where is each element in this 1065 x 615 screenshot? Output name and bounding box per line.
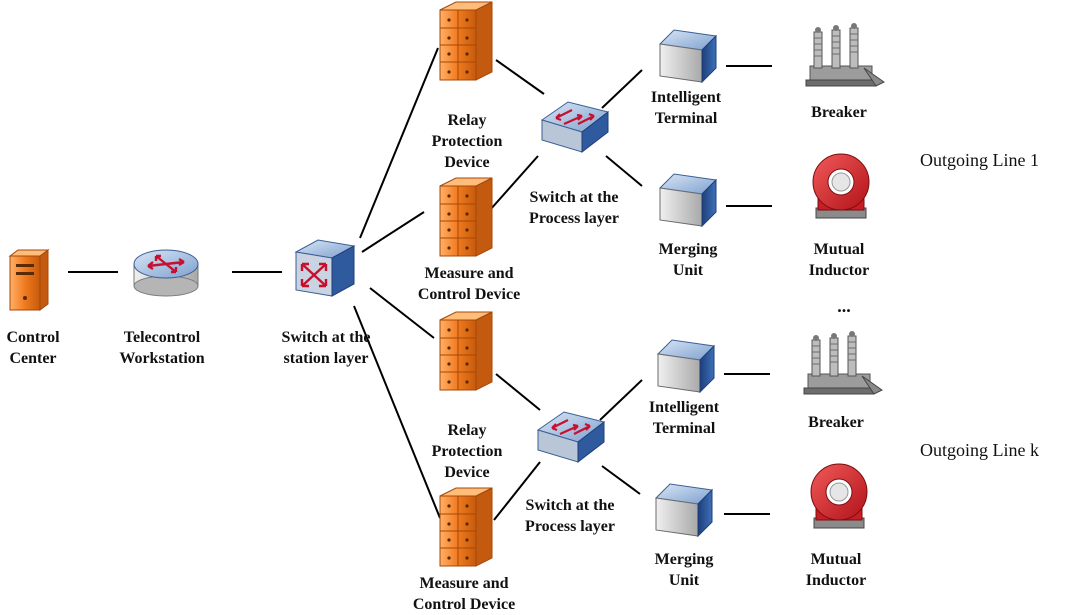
breaker-1-icon [805, 22, 885, 87]
label-relay-1-line: Protection [431, 133, 503, 150]
link-measure1-process1 [489, 155, 539, 211]
outgoing-line-1-label: Outgoing Line 1 [920, 150, 1039, 170]
outgoing-line-k-label: Outgoing Line k [920, 440, 1039, 460]
measure-device-1-icon [439, 177, 493, 257]
label-switch-process-k-line: Switch at the [525, 497, 615, 514]
label-switch-process-1-line: Switch at the [529, 189, 619, 206]
label-intelligent-k-line: Terminal [652, 420, 716, 437]
breaker-k-icon [803, 330, 883, 395]
label-breaker-k-line: Breaker [808, 414, 864, 431]
link-station-measure-k [353, 305, 441, 519]
link-station-relay-k [369, 287, 435, 339]
relay-device-1-icon [439, 1, 493, 81]
link-process-k-merging-k [601, 465, 641, 495]
mutual-inductor-k-icon [810, 463, 868, 529]
link-station-measure1 [361, 211, 425, 253]
ellipsis: ... [837, 296, 851, 316]
label-telecontrol-workstation-line: Telecontrol [123, 329, 201, 346]
label-relay-1-line: Relay [447, 112, 487, 129]
label-switch-process-k-line: Process layer [525, 518, 615, 535]
label-intelligent-k-line: Intelligent [648, 399, 720, 416]
label-inductor-1-line: Inductor [808, 262, 870, 279]
label-measure-1-line: Measure and [424, 265, 514, 282]
mutual-inductor-1-icon [812, 153, 870, 219]
link-process-k-intelligent-k [599, 379, 643, 421]
merging-unit-1-icon [659, 173, 717, 227]
label-breaker-1: Breaker [811, 102, 867, 123]
label-telecontrol-workstation-line: Workstation [119, 350, 205, 367]
label-relay-k-line: Device [444, 464, 490, 481]
process-switch-1-icon [540, 100, 610, 154]
telecontrol-router-icon [132, 248, 200, 298]
link-process1-merging1 [605, 155, 643, 187]
link-relay-k-process-k [495, 373, 541, 411]
intelligent-terminal-1-icon [659, 29, 717, 83]
control-center-server-icon [9, 249, 49, 311]
label-measure-k-line: Measure and [419, 575, 509, 592]
label-measure-k-line: Control Device [412, 596, 516, 613]
relay-device-k-icon [439, 311, 493, 391]
label-relay-k-line: Protection [431, 443, 503, 460]
label-switch-process-1-line: Process layer [529, 210, 619, 227]
label-switch-station-line: Switch at the [281, 329, 371, 346]
label-breaker-k: Breaker [808, 412, 864, 433]
label-switch-station: Switch at the station layer [282, 327, 371, 369]
label-control-center-line: Center [9, 350, 57, 367]
station-switch-icon [294, 238, 356, 298]
label-intelligent-1-line: Terminal [654, 110, 718, 127]
merging-unit-k-icon [655, 483, 713, 537]
label-merging-k-line: Unit [668, 572, 700, 589]
label-inductor-k-line: Mutual [810, 551, 862, 568]
label-breaker-1-line: Breaker [811, 104, 867, 121]
process-switch-k-icon [536, 410, 606, 464]
link-measure-k-process-k [493, 461, 541, 521]
label-merging-1-line: Merging [658, 241, 718, 258]
label-inductor-1-line: Mutual [813, 241, 865, 258]
label-relay-k-line: Relay [447, 422, 487, 439]
measure-device-k-icon [439, 487, 493, 567]
label-inductor-k-line: Inductor [805, 572, 867, 589]
label-measure-1-line: Control Device [417, 286, 521, 303]
link-process1-intelligent1 [601, 69, 643, 109]
intelligent-terminal-k-icon [657, 339, 715, 393]
label-relay-1-line: Device [444, 154, 490, 171]
link-station-relay1 [359, 47, 439, 239]
label-merging-1-line: Unit [672, 262, 704, 279]
label-switch-station-line: station layer [283, 350, 369, 367]
label-control-center-line: Control [6, 329, 60, 346]
connection-lines [68, 47, 772, 521]
link-relay1-process1 [495, 59, 545, 95]
label-merging-k-line: Merging [654, 551, 714, 568]
label-intelligent-1-line: Intelligent [650, 89, 722, 106]
